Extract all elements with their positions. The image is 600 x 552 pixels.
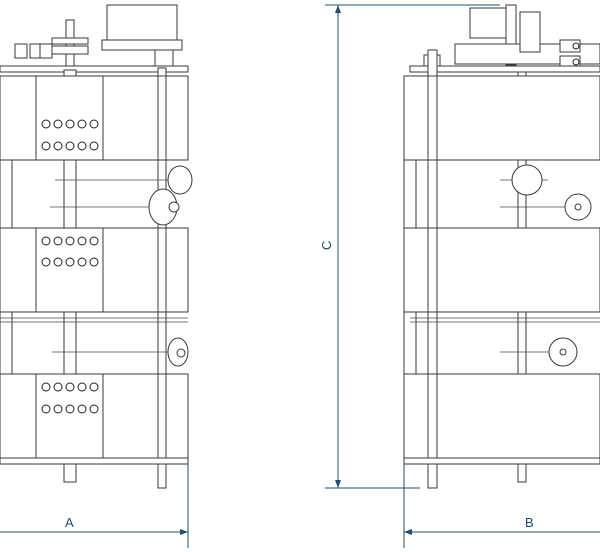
terminal-row-1b: [41, 141, 99, 151]
dimension-c-label: C: [319, 241, 334, 250]
wheel-1: [167, 165, 193, 195]
top-assembly-side: [409, 4, 600, 73]
dimension-a-label: A: [65, 515, 74, 530]
coil-block-3: [0, 373, 189, 459]
wheel-side-1: [511, 164, 543, 196]
terminal-row-3a: [41, 382, 99, 392]
base-plate-right: [403, 457, 600, 465]
dimension-c: C: [319, 4, 500, 489]
terminal-row-2b: [41, 257, 99, 267]
dimension-b-label: B: [525, 515, 534, 530]
base-plate-left: [0, 457, 189, 465]
terminal-row-1a: [41, 119, 99, 129]
side-view: [403, 4, 600, 489]
front-view: [0, 4, 193, 489]
terminal-row-2a: [41, 236, 99, 246]
terminal-row-3b: [41, 404, 99, 414]
top-assembly: [0, 4, 189, 73]
dimension-a: A: [0, 464, 189, 548]
dimension-b: B: [403, 464, 600, 548]
